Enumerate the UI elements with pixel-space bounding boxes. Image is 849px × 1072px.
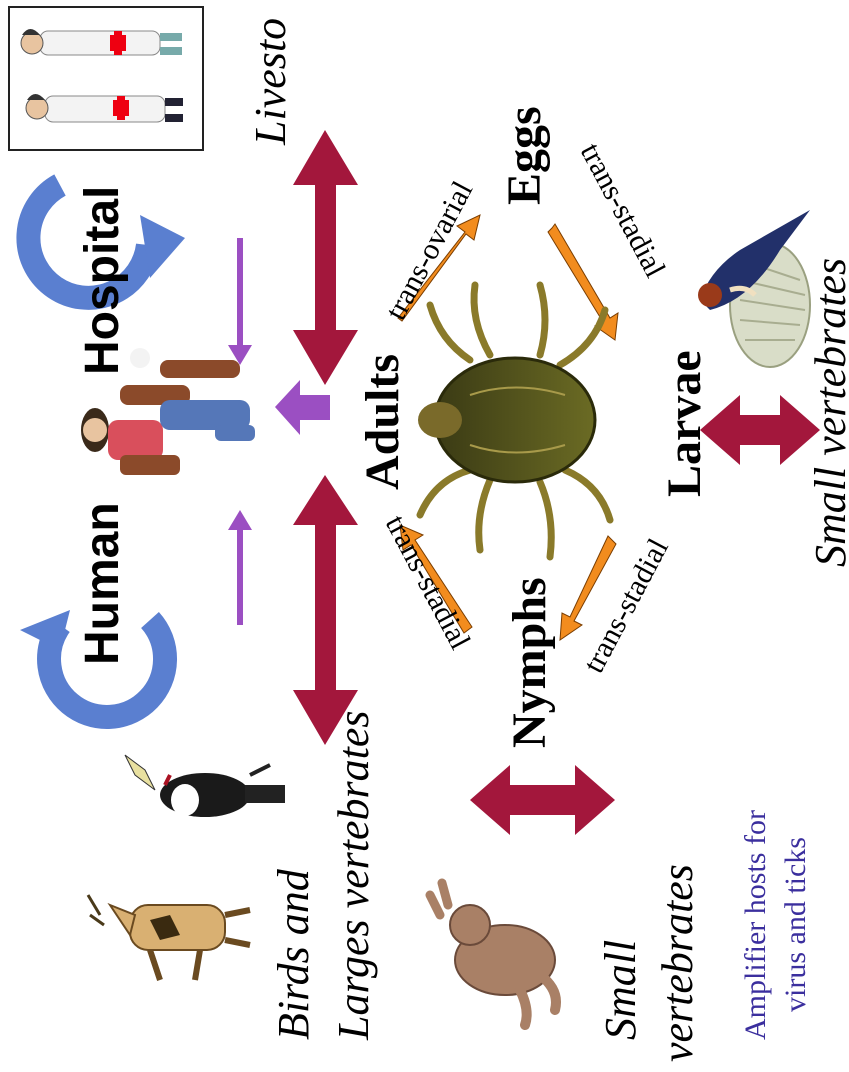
label-trans-stadial-eggs-larvae: trans-stadial [574,138,672,283]
label-birds-and: Birds and [269,868,318,1040]
label-small-vertebrates-right: Small vertebrates [806,258,849,567]
label-vertebrates: vertebrates [653,864,702,1062]
label-livestock: Livesto [246,18,295,146]
doctors-icon [9,7,203,150]
label-larges-vertebrates: Larges vertebrates [329,710,378,1041]
label-eggs: Eggs [498,106,551,205]
antelope-icon [88,895,250,980]
label-trans-stadial-larvae-nymphs: trans-stadial [577,533,675,678]
label-hospital: Hospital [76,186,129,375]
tick-icon [418,285,610,557]
hare-icon [430,883,556,1025]
label-amplifier-line1: Amplifier hosts for [739,810,772,1040]
hornbill-icon [125,755,285,817]
label-larvae: Larvae [658,350,711,497]
label-amplifier-line2: virus and ticks [779,837,812,1012]
label-small: Small [596,940,645,1040]
label-human: Human [76,502,129,665]
label-nymphs: Nymphs [503,577,556,748]
label-adults: Adults [356,354,409,490]
label-trans-stadial-nymphs-adults: trans-stadial [379,510,477,655]
swallow-nest-icon [698,210,810,367]
